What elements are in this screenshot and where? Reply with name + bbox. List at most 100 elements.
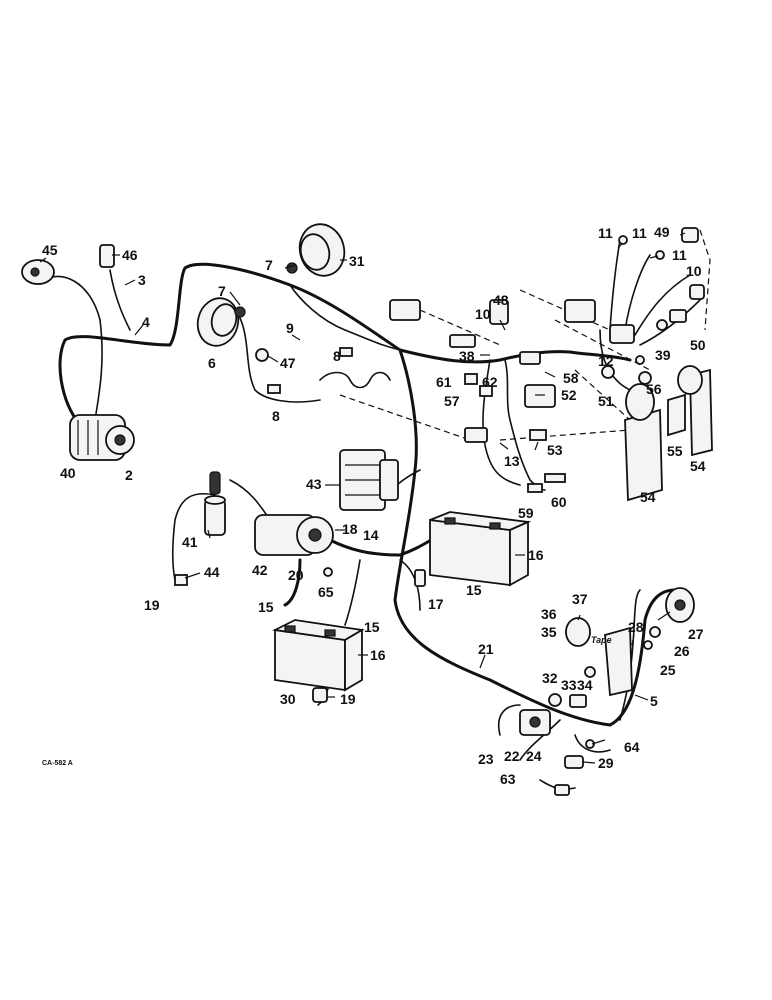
part-65 — [323, 567, 333, 577]
callout-26: 26 — [674, 643, 690, 659]
part-53 — [529, 429, 547, 441]
callout-16-lower: 16 — [370, 647, 386, 663]
part-29 — [564, 755, 584, 769]
callout-46: 46 — [122, 247, 138, 263]
callout-53: 53 — [547, 442, 563, 458]
callout-56: 56 — [646, 381, 662, 397]
callout-4: 4 — [142, 314, 150, 330]
part-60 — [544, 473, 566, 483]
callout-7-top: 7 — [265, 257, 273, 273]
alternator — [69, 414, 135, 461]
callout-55: 55 — [667, 443, 683, 459]
callout-17: 17 — [428, 596, 444, 612]
part-46 — [99, 244, 115, 268]
callout-39: 39 — [655, 347, 671, 363]
part-56 — [635, 355, 645, 365]
callout-54-right: 54 — [690, 458, 706, 474]
callout-10-right: 10 — [686, 263, 702, 279]
callout-57: 57 — [444, 393, 460, 409]
coil-bundle — [319, 371, 391, 389]
callout-23: 23 — [478, 751, 494, 767]
part-34 — [584, 666, 596, 678]
callout-9: 9 — [286, 320, 294, 336]
callout-61: 61 — [436, 374, 452, 390]
part-44 — [174, 574, 188, 586]
part-57 — [479, 385, 493, 397]
part-11b — [655, 250, 665, 260]
callout-32: 32 — [542, 670, 558, 686]
callout-7-mid: 7 — [218, 283, 226, 299]
callout-15-b: 15 — [364, 619, 380, 635]
part-47 — [255, 348, 269, 362]
callout-15-c: 15 — [466, 582, 482, 598]
callout-43: 43 — [306, 476, 322, 492]
switch-22-24 — [519, 709, 551, 736]
callout-37: 37 — [572, 591, 588, 607]
callout-11-b: 11 — [632, 225, 647, 241]
callout-58: 58 — [563, 370, 579, 386]
callout-36: 36 — [541, 606, 557, 622]
callout-11-c: 11 — [672, 247, 687, 263]
part-32 — [548, 693, 562, 707]
callout-8-lower: 8 — [272, 408, 280, 424]
part-55 — [667, 393, 686, 437]
callout-24: 24 — [526, 748, 542, 764]
part-61 — [464, 373, 478, 385]
callout-29: 29 — [598, 755, 614, 771]
bracket-54-left — [624, 408, 663, 502]
callout-60: 60 — [551, 494, 567, 510]
callout-59: 59 — [518, 505, 534, 521]
lens-55b — [677, 365, 703, 395]
callout-51: 51 — [598, 393, 614, 409]
part-49 — [681, 227, 699, 243]
horn-27 — [665, 587, 695, 623]
part-39 — [656, 319, 668, 331]
connector-cluster-center — [389, 299, 541, 365]
components — [21, 223, 713, 796]
callout-35: 35 — [541, 624, 557, 640]
callout-19-left: 19 — [144, 597, 160, 613]
callout-49: 49 — [654, 224, 670, 240]
callout-41: 41 — [182, 534, 198, 550]
part-8a — [267, 384, 281, 394]
main-harness — [44, 239, 701, 790]
callout-47: 47 — [280, 355, 296, 371]
callout-3: 3 — [138, 272, 146, 288]
callout-65: 65 — [318, 584, 334, 600]
part-50 — [669, 309, 687, 323]
part-63 — [554, 784, 570, 796]
callout-13: 13 — [504, 453, 520, 469]
callout-48: 48 — [493, 292, 509, 308]
part-17 — [414, 569, 426, 587]
part-10-right — [689, 284, 705, 300]
callout-21: 21 — [478, 641, 494, 657]
callout-18: 18 — [342, 521, 358, 537]
callout-63: 63 — [500, 771, 516, 787]
callout-16-upper: 16 — [528, 547, 544, 563]
callout-52: 52 — [561, 387, 577, 403]
callout-54-left: 54 — [640, 489, 656, 505]
callout-33: 33 — [561, 677, 577, 693]
callout-25: 25 — [660, 662, 676, 678]
leader-lines — [39, 232, 686, 789]
callout-45: 45 — [42, 242, 58, 258]
lens-55a — [625, 383, 655, 421]
part-30 — [312, 687, 328, 703]
callout-22: 22 — [504, 748, 520, 764]
battery-upper — [429, 511, 532, 587]
callout-30: 30 — [280, 691, 296, 707]
starter-42 — [254, 514, 334, 556]
dashed-guides — [339, 229, 711, 441]
part-37 — [565, 617, 591, 647]
callouts: 45 46 3 4 40 2 7 31 6 7 9 47 8 8 48 10 3… — [42, 224, 706, 787]
coil-41 — [204, 471, 226, 536]
callout-8-upper: 8 — [333, 348, 341, 364]
connector-cluster-right — [564, 299, 652, 385]
part-26 — [649, 626, 661, 638]
callout-42: 42 — [252, 562, 268, 578]
callout-6: 6 — [208, 355, 216, 371]
callout-44: 44 — [204, 564, 220, 580]
callout-34: 34 — [577, 677, 593, 693]
regulator-43 — [339, 449, 399, 511]
